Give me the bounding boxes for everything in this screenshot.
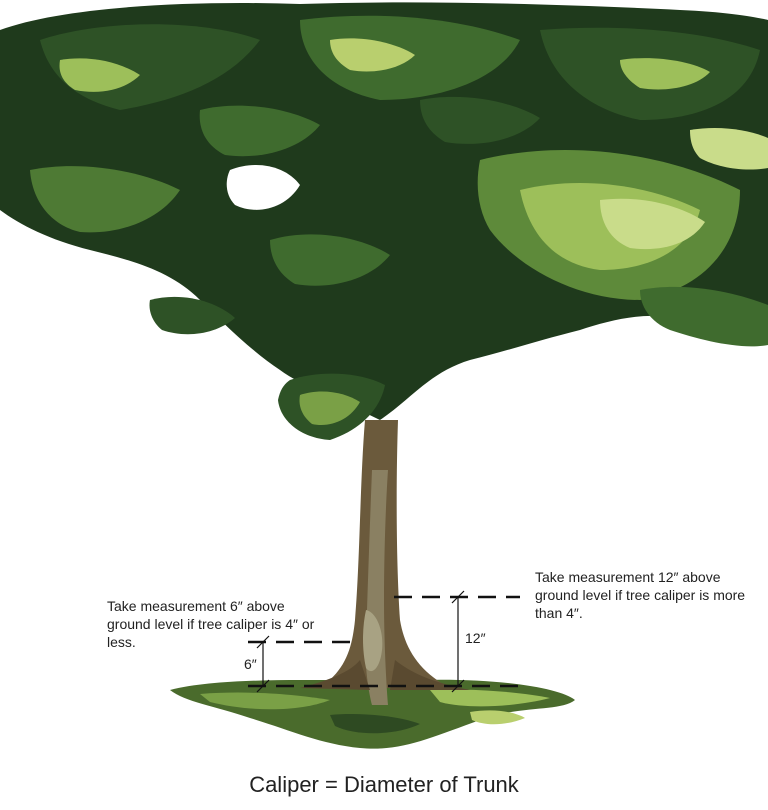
twelve-inch-label: 12″ xyxy=(465,630,486,646)
diagram-caption: Caliper = Diameter of Trunk xyxy=(0,772,768,798)
tree-canopy xyxy=(0,2,768,440)
six-inch-measurement-note: Take measurement 6″ above ground level i… xyxy=(107,597,327,651)
six-inch-label: 6″ xyxy=(244,656,257,672)
twelve-inch-measurement-note: Take measurement 12″ above ground level … xyxy=(535,568,765,622)
tree-trunk xyxy=(300,420,470,705)
